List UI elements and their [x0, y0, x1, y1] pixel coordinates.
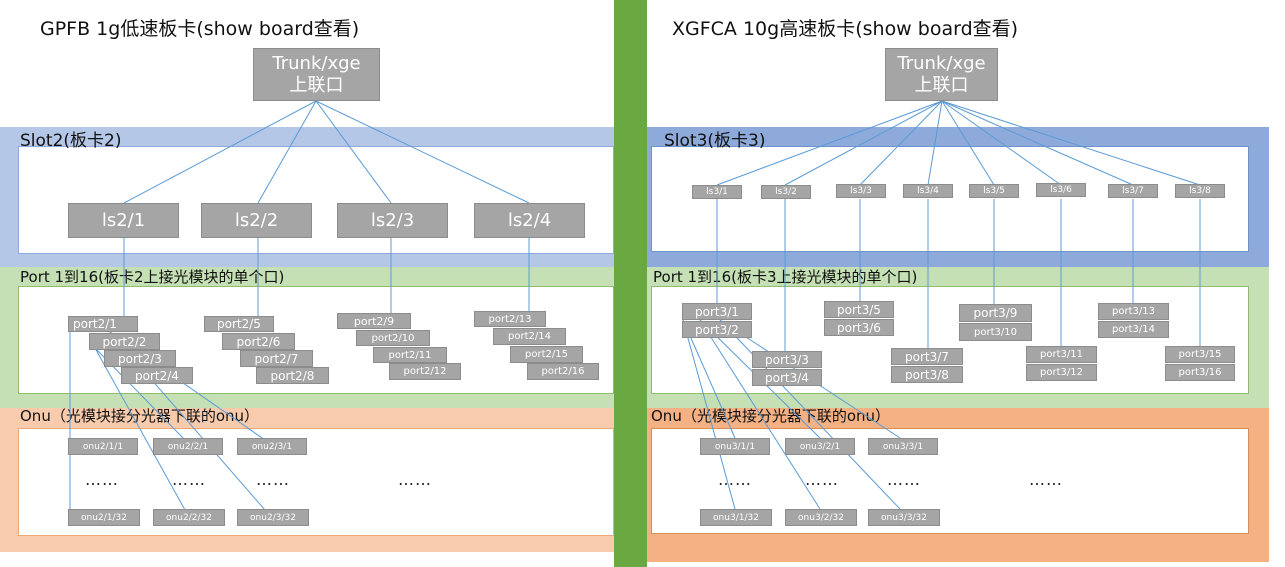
right-ls-node: ls3/6 — [1036, 183, 1086, 197]
right-port-node: port3/15 — [1165, 346, 1235, 363]
right-port-node: port3/8 — [891, 366, 963, 383]
left-trunk-line1: Trunk/xge — [272, 52, 361, 74]
right-ellipsis: …… — [1029, 470, 1063, 489]
right-ls-node: ls3/4 — [903, 184, 953, 198]
left-port-node: port2/14 — [493, 328, 566, 345]
left-port-node: port2/9 — [337, 313, 411, 329]
right-port-node: port3/3 — [752, 351, 822, 368]
left-ls-node: ls2/3 — [337, 203, 448, 238]
right-slot-inner — [651, 146, 1249, 252]
right-ellipsis: …… — [887, 470, 921, 489]
left-onu-label: Onu（光模块接分光器下联的onu） — [20, 407, 260, 425]
left-port-node: port2/16 — [527, 363, 599, 380]
right-port-node: port3/6 — [824, 319, 894, 336]
left-ellipsis: …… — [172, 470, 206, 489]
right-port-node: port3/13 — [1098, 303, 1169, 320]
right-ellipsis: …… — [718, 470, 752, 489]
left-trunk-node: Trunk/xge 上联口 — [253, 48, 380, 101]
right-ls-node: ls3/3 — [836, 184, 886, 198]
left-port-node: port2/13 — [474, 311, 546, 327]
left-onu-node: onu2/3/1 — [237, 438, 307, 455]
right-port-node: port3/1 — [682, 303, 752, 320]
left-port-node: port2/4 — [121, 367, 193, 384]
left-port-node: port2/1 — [68, 316, 138, 332]
right-trunk-node: Trunk/xge 上联口 — [885, 48, 998, 101]
right-ls-node: ls3/7 — [1108, 184, 1158, 198]
left-onu-node: onu2/2/1 — [153, 438, 223, 455]
right-port-node: port3/5 — [824, 301, 894, 318]
left-ellipsis: …… — [398, 470, 432, 489]
left-port-node: port2/7 — [240, 350, 313, 367]
right-trunk-line2: 上联口 — [914, 74, 969, 96]
right-onu-node: onu3/2/1 — [785, 438, 855, 455]
right-onu-node: onu3/3/32 — [868, 509, 940, 526]
right-port-node: port3/12 — [1026, 364, 1097, 381]
right-ls-node: ls3/2 — [761, 185, 811, 199]
right-port-node: port3/16 — [1165, 364, 1235, 381]
left-port-node: port2/5 — [204, 316, 274, 332]
right-onu-node: onu3/2/32 — [785, 509, 857, 526]
left-port-node: port2/3 — [104, 350, 176, 367]
right-title: XGFCA 10g高速板卡(show board查看) — [672, 18, 1019, 40]
left-port-node: port2/10 — [356, 330, 430, 346]
right-trunk-line1: Trunk/xge — [897, 52, 986, 74]
right-onu-node: onu3/3/1 — [868, 438, 938, 455]
left-onu-node: onu2/1/1 — [68, 438, 138, 455]
left-ls-node: ls2/4 — [474, 203, 585, 238]
right-port-node: port3/4 — [752, 369, 822, 386]
right-ls-node: ls3/1 — [692, 185, 742, 199]
right-slot-label: Slot3(板卡3) — [664, 131, 766, 151]
right-ellipsis: …… — [805, 470, 839, 489]
right-port-node: port3/2 — [682, 321, 752, 338]
left-ls-node: ls2/1 — [68, 203, 179, 238]
left-port-node: port2/11 — [373, 347, 447, 363]
left-port-label: Port 1到16(板卡2上接光模块的单个口) — [20, 268, 285, 286]
right-port-label: Port 1到16(板卡3上接光模块的单个口) — [653, 268, 918, 286]
left-slot-label: Slot2(板卡2) — [20, 131, 122, 151]
left-trunk-line2: 上联口 — [289, 74, 344, 96]
right-port-node: port3/11 — [1026, 346, 1097, 363]
right-port-node: port3/7 — [891, 348, 963, 365]
right-onu-node: onu3/1/1 — [700, 438, 770, 455]
left-port-node: port2/2 — [89, 333, 160, 350]
right-ls-node: ls3/5 — [969, 184, 1019, 198]
left-onu-node: onu2/1/32 — [68, 509, 140, 526]
right-port-node: port3/14 — [1098, 321, 1169, 338]
left-onu-node: onu2/2/32 — [153, 509, 225, 526]
left-port-node: port2/8 — [256, 367, 329, 384]
right-port-node: port3/10 — [959, 323, 1032, 341]
left-ellipsis: …… — [256, 470, 290, 489]
left-port-node: port2/12 — [389, 363, 461, 380]
right-onu-node: onu3/1/32 — [700, 509, 772, 526]
left-ls-node: ls2/2 — [201, 203, 312, 238]
left-ellipsis: …… — [85, 470, 119, 489]
center-divider — [614, 0, 647, 567]
right-onu-label: Onu（光模块接分光器下联的onu） — [651, 407, 891, 425]
left-port-node: port2/6 — [222, 333, 295, 350]
left-onu-node: onu2/3/32 — [237, 509, 309, 526]
left-port-node: port2/15 — [510, 346, 583, 363]
right-ls-node: ls3/8 — [1175, 184, 1225, 198]
left-title: GPFB 1g低速板卡(show board查看) — [40, 18, 360, 40]
right-port-node: port3/9 — [959, 304, 1032, 322]
